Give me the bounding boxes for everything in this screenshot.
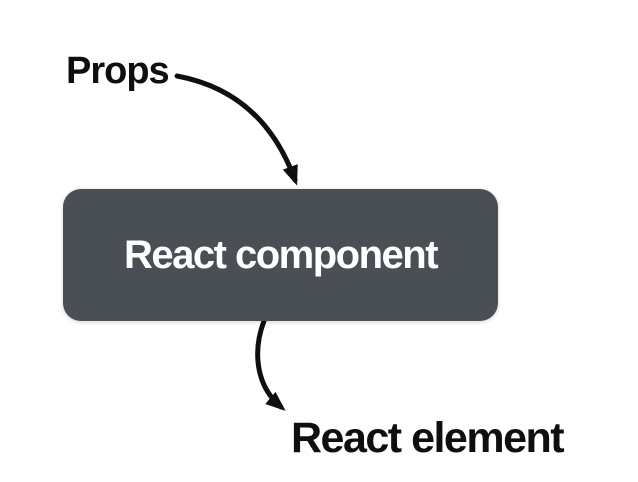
arrow-props-to-component bbox=[174, 73, 298, 186]
react-component-box: React component bbox=[63, 189, 498, 321]
arrow-component-to-element bbox=[255, 318, 286, 411]
react-component-label: React component bbox=[123, 232, 439, 277]
props-label: Props bbox=[66, 50, 170, 92]
react-element-label: React element bbox=[291, 414, 565, 462]
